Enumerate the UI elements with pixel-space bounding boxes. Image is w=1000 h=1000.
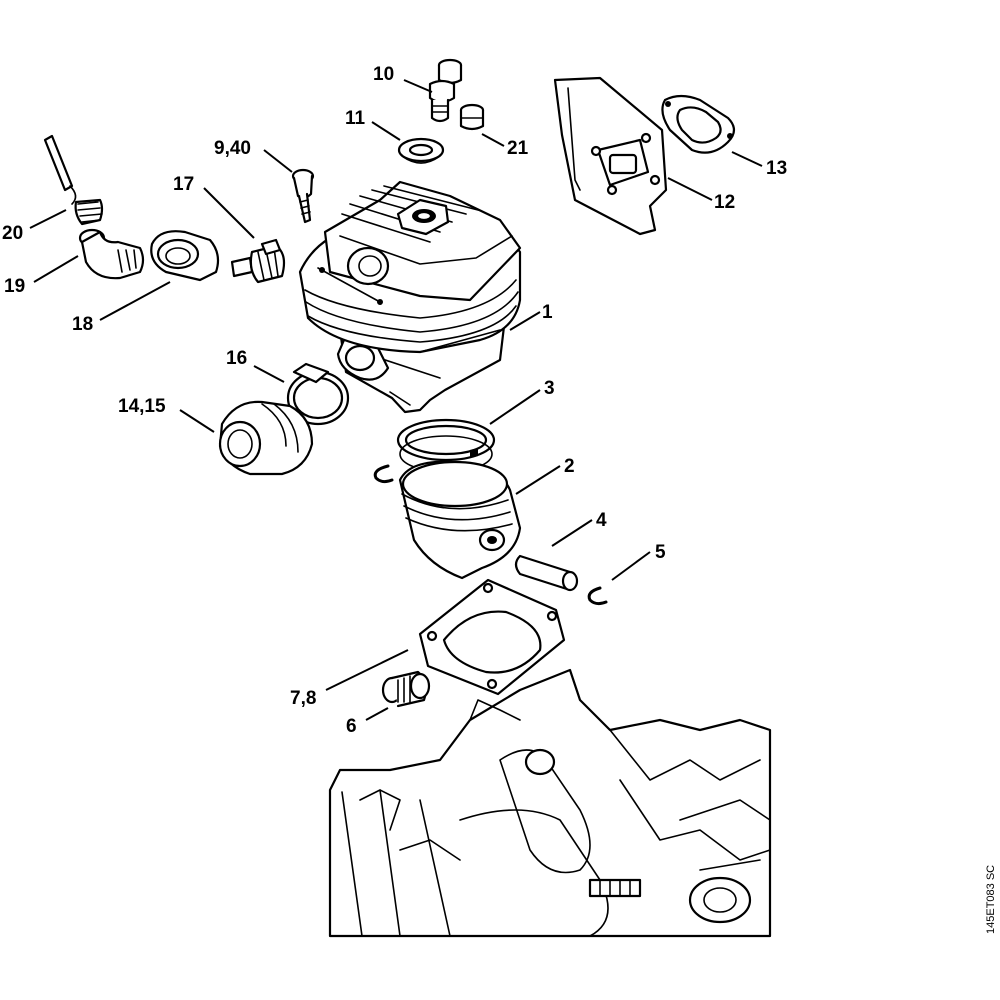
part-18-intake-flange: [150, 230, 220, 282]
part-9-40-screw: [291, 168, 315, 224]
part-14-15-intake-manifold: [218, 400, 314, 476]
callout-labels: 10 11 21 9,40 17 20 19 18 12 13 1 16 14,…: [2, 64, 787, 737]
part-circlip-left: [373, 464, 394, 484]
callout-3: 3: [544, 378, 555, 399]
part-19-elbow-connector: [78, 228, 145, 280]
callout-19: 19: [4, 276, 25, 297]
part-12-exhaust-gasket-plate: [553, 76, 668, 236]
part-17-fitting: [230, 238, 286, 284]
callout-5: 5: [655, 542, 666, 563]
callout-14-15: 14,15: [118, 396, 166, 417]
part-6-needle-cage: [381, 670, 431, 708]
callout-17: 17: [173, 174, 194, 195]
callout-16: 16: [226, 348, 247, 369]
callout-6: 6: [346, 716, 357, 737]
leader-lines: [29, 79, 763, 721]
part-5-circlip: [587, 586, 608, 606]
callout-11: 11: [345, 108, 366, 129]
part-21-plug: [459, 103, 485, 131]
callout-9-40: 9,40: [214, 138, 251, 159]
callout-13: 13: [766, 158, 787, 179]
callout-12: 12: [714, 192, 735, 213]
part-4-piston-pin: [514, 554, 579, 592]
part-16-hose-clamp: [286, 362, 350, 426]
crankcase: [328, 668, 772, 938]
callout-1: 1: [542, 302, 553, 323]
callout-7-8: 7,8: [290, 688, 316, 709]
callout-20: 20: [2, 223, 23, 244]
part-20-spring: [43, 134, 104, 226]
callout-4: 4: [596, 510, 607, 531]
part-1-cylinder: [298, 180, 522, 414]
part-7-8-base-gasket: [418, 578, 566, 696]
part-2-piston: [398, 460, 522, 580]
callout-2: 2: [564, 456, 575, 477]
part-10-decompression-valve: [428, 58, 463, 123]
part-3-piston-rings: [396, 418, 496, 473]
part-11-sleeve: [397, 137, 445, 164]
callout-18: 18: [72, 314, 93, 335]
part-13-muffler-gasket: [661, 94, 736, 154]
callout-10: 10: [373, 64, 394, 85]
drawing-code: 145ET083 SC: [985, 865, 997, 934]
callout-21: 21: [507, 138, 529, 159]
